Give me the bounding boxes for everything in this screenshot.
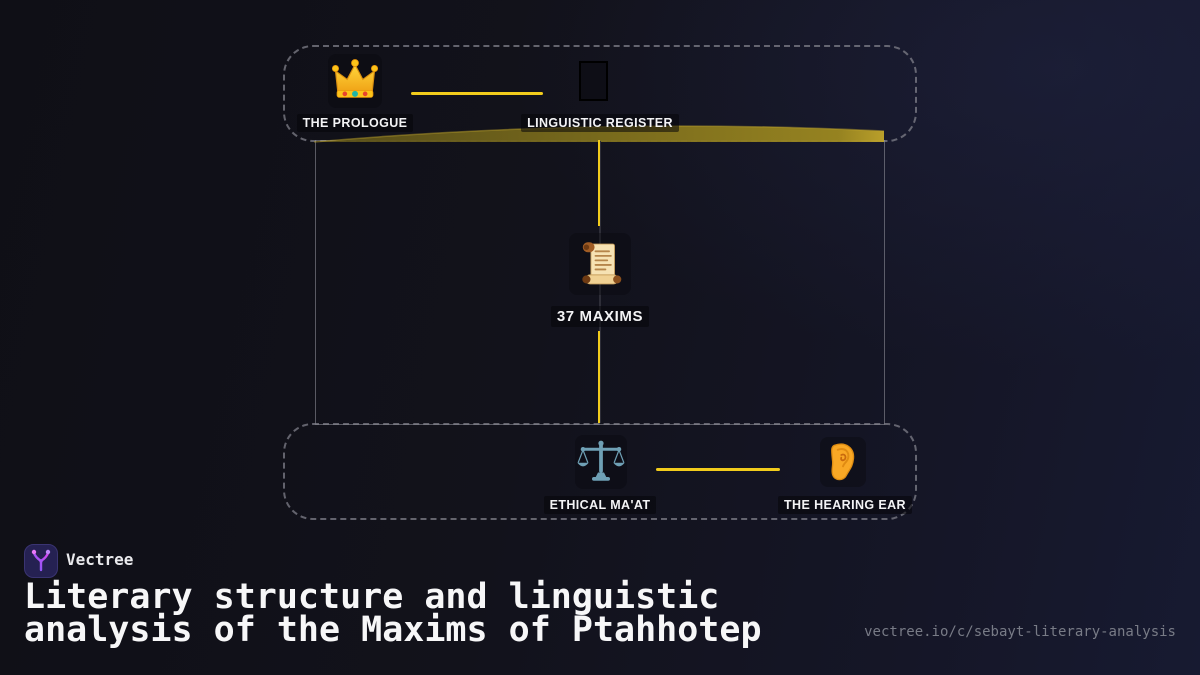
top-edge-line bbox=[411, 92, 543, 95]
brand-name: Vectree bbox=[66, 550, 134, 569]
ear-icon bbox=[831, 443, 855, 481]
missing-glyph-icon[interactable] bbox=[579, 61, 608, 101]
prologue-node[interactable] bbox=[328, 54, 382, 108]
vertical-edge-top bbox=[598, 140, 600, 226]
crown-icon bbox=[331, 59, 379, 98]
title-line-2: analysis of the Maxims of Ptahhotep bbox=[24, 610, 762, 650]
hearing-node[interactable] bbox=[820, 437, 866, 487]
register-label: LINGUISTIC REGISTER bbox=[515, 114, 685, 132]
hearing-label: THE HEARING EAR bbox=[765, 496, 925, 514]
scales-icon bbox=[577, 440, 625, 481]
canvas-url: vectree.io/c/sebayt-literary-analysis bbox=[864, 624, 1176, 640]
maxims-label: 37 MAXIMS bbox=[520, 306, 680, 327]
maat-label: ETHICAL MA'AT bbox=[520, 496, 680, 514]
prologue-label: THE PROLOGUE bbox=[275, 114, 435, 132]
bottom-edge-line bbox=[656, 468, 780, 471]
maat-node[interactable] bbox=[575, 435, 627, 489]
scroll-icon bbox=[582, 242, 622, 285]
page-title: Literary structure and linguistic analys… bbox=[24, 577, 762, 650]
bottom-group-container bbox=[283, 423, 917, 520]
maxims-node[interactable] bbox=[569, 233, 631, 295]
vectree-logo bbox=[24, 544, 58, 578]
vertical-edge-bottom bbox=[598, 331, 600, 423]
title-line-1: Literary structure and linguistic bbox=[24, 577, 720, 617]
